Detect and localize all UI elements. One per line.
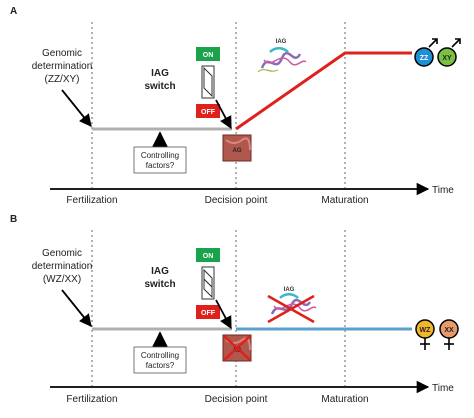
off-indicator [196,305,220,319]
zz-male-symbol: ZZ [414,38,438,67]
controlling-label-1: Controlling [141,151,179,160]
ag-label: AG [233,148,242,154]
toggle-switch-icon [201,266,215,300]
male-path [235,51,412,131]
genomic-label-1: Genomic [42,248,82,259]
switch-label-1: IAG [151,68,169,79]
ag-label: AG [233,348,242,354]
axis-fertilization: Fertilization [66,195,117,206]
switch-label-2: switch [144,279,175,290]
iag-label: IAG [276,39,287,45]
controlling-label-1: Controlling [141,351,179,360]
genomic-label-2: determination [32,61,93,72]
controlling-box [133,146,187,174]
ag-cross-icon [223,335,251,361]
controlling-label-2: factors? [146,361,175,370]
panel-a-letter: A [10,6,17,17]
switch-arrow [215,99,232,130]
controlling-box [133,346,187,374]
panel-b: B Genomic determination (WZ/XX) Controll… [10,214,459,405]
iag-protein-icon [257,47,307,73]
genomic-label-3: (ZZ/XY) [45,74,80,85]
switch-arrow [215,299,232,330]
wz-label: WZ [420,327,432,334]
axis-time: Time [432,185,454,196]
axis-fertilization: Fertilization [66,394,117,405]
genomic-label-3: (WZ/XX) [43,274,81,285]
axis-time: Time [432,383,454,394]
genomic-label-1: Genomic [42,48,82,59]
off-indicator [196,104,220,118]
axis-maturation: Maturation [321,195,368,206]
axis-decision-point: Decision point [205,195,268,206]
toggle-switch-icon [201,65,215,99]
on-indicator [196,248,220,262]
axis-decision-point: Decision point [205,394,268,405]
on-label: ON [203,253,214,260]
wz-female-symbol: WZ [415,319,435,350]
iag-cross-icon [267,294,315,324]
off-label: OFF [201,109,216,116]
on-indicator [196,47,220,61]
panel-b-letter: B [10,214,17,225]
xx-female-symbol: XX [439,319,459,350]
off-label: OFF [201,310,216,317]
switch-label-1: IAG [151,266,169,277]
zz-label: ZZ [420,55,429,62]
genomic-label-2: determination [32,261,93,272]
iag-protein-icon [270,293,317,315]
axis-maturation: Maturation [321,394,368,405]
xx-label: XX [444,327,454,334]
xy-label: XY [442,55,452,62]
iag-label: IAG [284,287,295,293]
genomic-arrow [61,289,92,327]
on-label: ON [203,52,214,59]
controlling-label-2: factors? [146,161,175,170]
switch-label-2: switch [144,81,175,92]
genomic-arrow [61,89,92,127]
panel-a: A Genomic determination (ZZ/XY) Controll… [10,6,461,206]
xy-male-symbol: XY [437,38,461,67]
